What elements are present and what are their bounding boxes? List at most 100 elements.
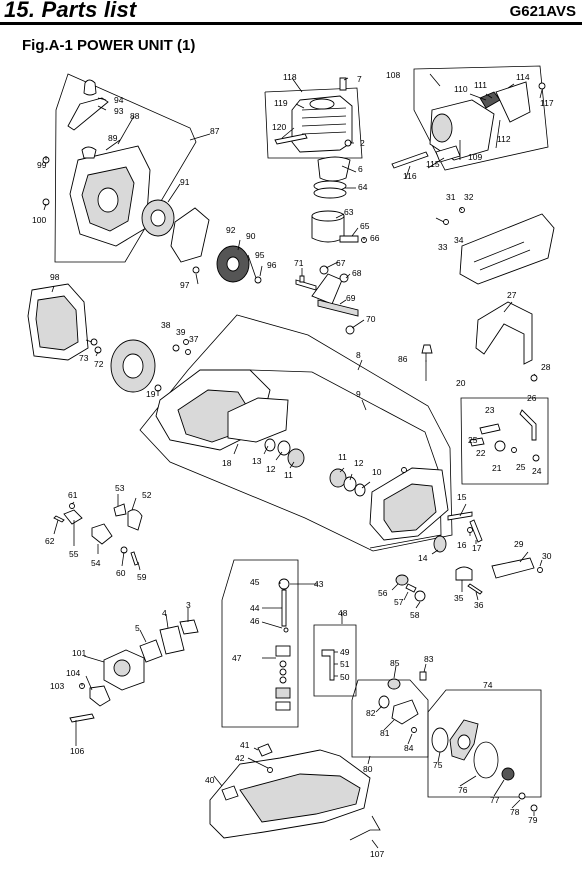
label-81: 81 bbox=[380, 728, 390, 738]
label-42: 42 bbox=[235, 753, 245, 763]
screw-117 bbox=[538, 82, 546, 90]
screw-28 bbox=[530, 374, 538, 382]
screw-9b bbox=[401, 467, 407, 473]
label-11b: 11 bbox=[338, 452, 347, 462]
part-61 bbox=[69, 503, 75, 509]
label-17: 17 bbox=[472, 543, 482, 553]
starter-cover bbox=[69, 145, 151, 247]
figure-title: Fig.A-1 POWER UNIT (1) bbox=[22, 37, 196, 54]
label-53: 53 bbox=[115, 483, 125, 493]
group-87-outline bbox=[54, 73, 197, 263]
bolt-120 bbox=[274, 133, 308, 145]
label-37: 37 bbox=[189, 334, 199, 344]
washer-95 bbox=[254, 276, 262, 284]
pin-17 bbox=[469, 519, 483, 543]
screw-30 bbox=[537, 567, 543, 573]
label-38: 38 bbox=[161, 320, 171, 330]
label-103: 103 bbox=[50, 681, 64, 691]
cap-86 bbox=[421, 344, 433, 354]
label-85: 85 bbox=[390, 658, 400, 668]
label-114: 114 bbox=[516, 72, 530, 82]
label-90: 90 bbox=[246, 231, 256, 241]
label-25b: 25 bbox=[516, 462, 526, 472]
label-19: 19 bbox=[146, 389, 156, 399]
key-71 bbox=[299, 275, 305, 283]
part-77 bbox=[501, 767, 515, 781]
label-60: 60 bbox=[116, 568, 126, 578]
side-cover bbox=[459, 213, 555, 285]
bearing-12b bbox=[343, 476, 357, 492]
label-79: 79 bbox=[528, 815, 538, 825]
label-112: 112 bbox=[497, 134, 511, 144]
label-32: 32 bbox=[464, 192, 474, 202]
label-115: 115 bbox=[426, 159, 440, 169]
label-107: 107 bbox=[370, 849, 384, 859]
model-code: G621AVS bbox=[509, 3, 576, 20]
plate-75 bbox=[431, 727, 449, 753]
part-45 bbox=[278, 578, 290, 590]
label-52: 52 bbox=[142, 490, 152, 500]
label-117: 117 bbox=[540, 98, 554, 108]
part-57 bbox=[405, 583, 417, 593]
nut-79 bbox=[530, 804, 538, 812]
key-39 bbox=[183, 339, 189, 345]
label-71: 71 bbox=[294, 258, 304, 268]
label-82: 82 bbox=[366, 708, 376, 718]
screw-36 bbox=[467, 583, 483, 595]
label-98: 98 bbox=[50, 272, 60, 282]
label-21: 21 bbox=[492, 463, 502, 473]
plate-29 bbox=[491, 557, 535, 579]
label-41: 41 bbox=[240, 740, 250, 750]
crankcase-right bbox=[369, 467, 449, 541]
label-34: 34 bbox=[454, 235, 464, 245]
group-9-outline bbox=[249, 369, 442, 549]
group-8-outline bbox=[139, 314, 453, 552]
label-95: 95 bbox=[255, 250, 265, 260]
label-110: 110 bbox=[454, 84, 468, 94]
label-48: 48 bbox=[338, 608, 348, 618]
part-55 bbox=[63, 509, 83, 525]
label-45: 45 bbox=[250, 577, 260, 587]
part-4 bbox=[159, 625, 185, 655]
label-24: 24 bbox=[532, 466, 542, 476]
washer-38 bbox=[172, 344, 180, 352]
part-labels: 94 93 88 89 87 99 100 91 92 90 95 96 97 … bbox=[32, 70, 554, 859]
label-33: 33 bbox=[438, 242, 448, 252]
label-47: 47 bbox=[232, 653, 242, 663]
label-68: 68 bbox=[352, 268, 362, 278]
label-120: 120 bbox=[272, 122, 286, 132]
starter-handle bbox=[67, 79, 109, 131]
label-2: 2 bbox=[360, 138, 365, 148]
part-56 bbox=[395, 574, 409, 586]
part-53 bbox=[113, 503, 127, 517]
label-51: 51 bbox=[340, 659, 350, 669]
label-7: 7 bbox=[357, 74, 362, 84]
bolt-116 bbox=[391, 151, 429, 169]
seal-10 bbox=[354, 483, 366, 497]
nut-16 bbox=[467, 527, 473, 533]
cylinder bbox=[291, 95, 353, 153]
label-12b: 12 bbox=[354, 458, 364, 468]
gasket-6 bbox=[317, 156, 351, 182]
label-20: 20 bbox=[456, 378, 466, 388]
seal-13 bbox=[264, 438, 276, 452]
label-66: 66 bbox=[370, 233, 380, 243]
page-title: 15. Parts list bbox=[4, 0, 137, 22]
label-50: 50 bbox=[340, 672, 350, 682]
label-10: 10 bbox=[372, 467, 382, 477]
starter-pulley bbox=[216, 245, 250, 283]
page-header: 15. Parts list G621AVS bbox=[0, 0, 582, 25]
nut-72 bbox=[94, 346, 102, 354]
part-104 bbox=[89, 685, 111, 707]
piston bbox=[311, 210, 345, 243]
label-14: 14 bbox=[418, 553, 428, 563]
label-72: 72 bbox=[94, 359, 104, 369]
label-40: 40 bbox=[205, 775, 215, 785]
label-16: 16 bbox=[457, 540, 467, 550]
bearing-11b bbox=[329, 468, 347, 488]
pin-65 bbox=[339, 235, 359, 243]
label-63: 63 bbox=[344, 207, 354, 217]
leader-lines bbox=[43, 73, 543, 849]
label-61: 61 bbox=[68, 490, 78, 500]
label-91: 91 bbox=[180, 177, 190, 187]
